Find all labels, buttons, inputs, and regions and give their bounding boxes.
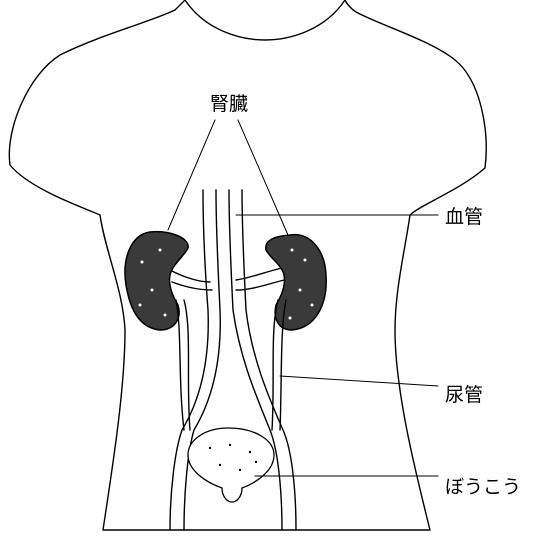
neck-curve — [185, 0, 345, 40]
label-ureter: 尿管 — [445, 384, 483, 406]
label-kidney: 腎臓 — [210, 93, 248, 115]
label-vessel: 血管 — [445, 206, 483, 228]
bladder — [188, 428, 274, 502]
label-bladder: ぼうこう — [445, 476, 521, 498]
